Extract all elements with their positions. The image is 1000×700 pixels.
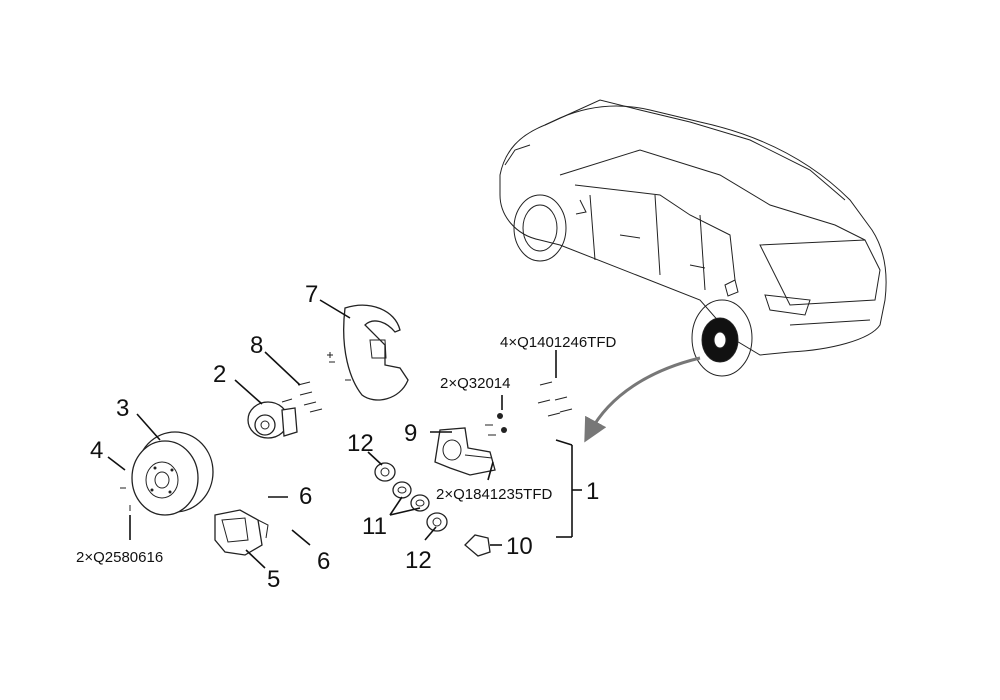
car-illustration xyxy=(499,99,887,377)
disc-screw-part xyxy=(120,487,131,511)
callout-12-lower: 12 xyxy=(405,547,432,574)
callout-10: 10 xyxy=(506,533,533,560)
washers-part xyxy=(392,481,430,512)
callout-7: 7 xyxy=(305,281,318,308)
code-knuckle-bolts: 2×Q1841235TFD xyxy=(436,486,552,503)
callout-8: 8 xyxy=(250,332,263,359)
callout-3: 3 xyxy=(116,395,129,422)
bushing-upper-part xyxy=(374,462,396,482)
callout-6-lower: 6 xyxy=(317,548,330,575)
splash-shield-part xyxy=(327,304,409,401)
wheel-studs-part xyxy=(281,381,323,413)
brake-caliper-part xyxy=(214,509,269,556)
steering-knuckle-part xyxy=(434,413,507,476)
brake-disc-part xyxy=(131,431,214,516)
callout-1: 1 xyxy=(586,478,599,505)
callout-9: 9 xyxy=(404,420,417,447)
code-disc-screws: 2×Q2580616 xyxy=(76,549,163,566)
callout-arrow xyxy=(584,356,701,443)
leader-lines xyxy=(107,299,582,569)
hub-bearing-part xyxy=(247,401,298,439)
bushing-lower-part xyxy=(426,512,448,532)
bump-stop-part xyxy=(464,534,491,557)
hub-bolts-part xyxy=(537,381,573,417)
callout-2: 2 xyxy=(213,361,226,388)
code-hub-bolts: 4×Q1401246TFD xyxy=(500,334,616,351)
callout-6-upper: 6 xyxy=(299,483,312,510)
callout-4: 4 xyxy=(90,437,103,464)
callout-11: 11 xyxy=(362,513,387,540)
code-nuts: 2×Q32014 xyxy=(440,375,510,392)
callout-12-upper: 12 xyxy=(347,430,374,457)
callout-5: 5 xyxy=(267,566,280,593)
